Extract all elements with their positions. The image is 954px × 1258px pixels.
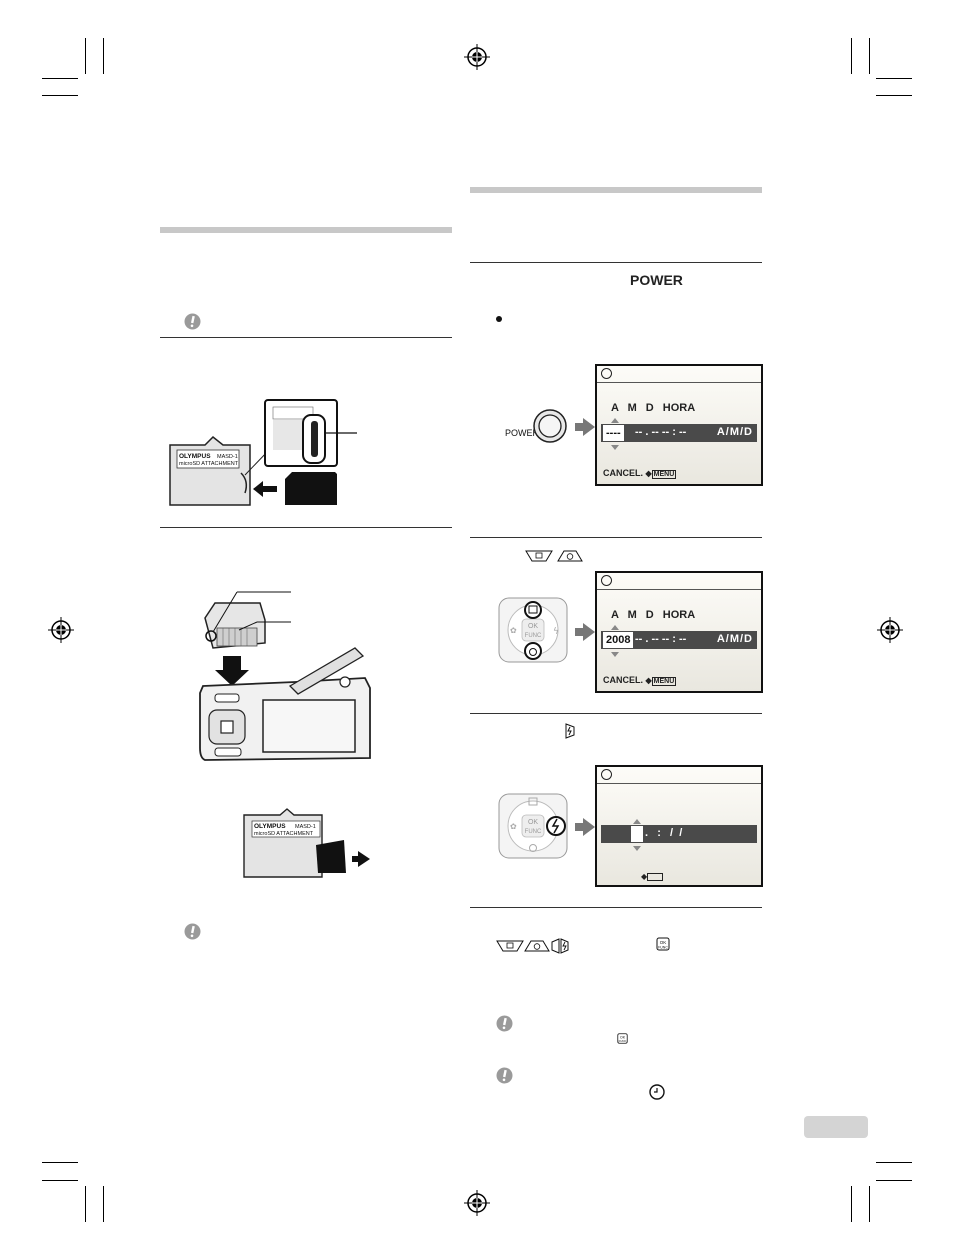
month-field-cursor xyxy=(631,826,643,842)
crop-mark xyxy=(851,38,852,74)
clock-setup-screen-1: A M D HORA ---- -- . -- -- : -- A/M/D CA… xyxy=(595,364,763,486)
page-number-tab xyxy=(804,1116,868,1138)
func-label: FUNC xyxy=(619,1039,627,1043)
crop-mark xyxy=(876,1162,912,1163)
card-subtitle: microSD ATTACHMENT xyxy=(179,461,239,467)
card-model: MASD-1 xyxy=(217,454,238,460)
caution-icon xyxy=(496,1067,513,1084)
func-label: FUNC xyxy=(525,633,542,639)
date-column-labels: A M D HORA xyxy=(611,402,696,414)
ok-label: OK xyxy=(660,940,667,945)
card-removal-illustration: OLYMPUS MASD-1 microSD ATTACHMENT xyxy=(243,808,370,878)
clock-icon xyxy=(649,1084,665,1100)
card-model: MASD-1 xyxy=(295,824,316,830)
ok-label: OK xyxy=(528,819,538,826)
date-format: A/M/D xyxy=(716,633,753,645)
crop-mark xyxy=(42,95,78,96)
cancel-text: CANCEL. xyxy=(603,675,643,685)
up-down-buttons-icon xyxy=(525,550,583,562)
arrow-right-icon xyxy=(575,818,595,836)
crop-mark xyxy=(42,78,78,79)
camera-card-insertion-illustration xyxy=(199,591,371,761)
year-field: ---- xyxy=(603,425,624,441)
ok-label: OK xyxy=(528,623,538,630)
menu-button-outline xyxy=(647,872,664,881)
date-time-fields: -- . -- -- : -- xyxy=(635,633,687,645)
cancel-hint: ◆ xyxy=(641,872,664,881)
divider xyxy=(470,537,762,538)
bullet xyxy=(496,316,502,322)
up-arrow-icon xyxy=(611,625,619,630)
arrow-buttons-icon xyxy=(496,938,569,954)
card-brand: OLYMPUS xyxy=(254,823,286,830)
crop-mark xyxy=(876,78,912,79)
registration-mark-icon xyxy=(48,617,74,643)
power-button-caption: POWER xyxy=(505,428,540,438)
crop-mark xyxy=(869,38,870,74)
crop-mark xyxy=(42,1162,78,1163)
card-brand: OLYMPUS xyxy=(179,453,211,460)
dpad-up-down-illustration: OK FUNC ✿ ϟ xyxy=(498,597,568,663)
dpad-right-illustration: OK FUNC ✿ xyxy=(498,793,568,859)
crop-mark xyxy=(851,1186,852,1222)
arrow-right-icon xyxy=(575,623,595,641)
crop-mark xyxy=(869,1186,870,1222)
down-arrow-icon xyxy=(611,652,619,657)
crop-mark xyxy=(42,1180,78,1181)
date-column-labels: A M D HORA xyxy=(611,609,696,621)
divider xyxy=(470,262,762,263)
down-arrow-icon xyxy=(633,846,641,851)
crop-mark xyxy=(85,38,86,74)
crop-mark xyxy=(85,1186,86,1222)
cancel-hint: CANCEL. ◆MENU xyxy=(603,468,677,479)
year-field: 2008 xyxy=(603,632,634,648)
registration-mark-icon xyxy=(464,1190,490,1216)
up-arrow-icon xyxy=(633,819,641,824)
divider xyxy=(160,527,452,528)
divider xyxy=(160,337,452,338)
registration-mark-icon xyxy=(464,44,490,70)
func-label: FUNC xyxy=(525,829,542,835)
svg-text:✿: ✿ xyxy=(510,822,517,831)
date-format: A/M/D xyxy=(716,426,753,438)
svg-text:ϟ: ϟ xyxy=(553,627,559,637)
clock-icon xyxy=(601,575,612,586)
caution-icon xyxy=(184,313,201,330)
ok-func-button-icon: OK FUNC xyxy=(617,1033,628,1044)
menu-button-label: MENU xyxy=(651,470,677,479)
crop-mark xyxy=(103,38,104,74)
right-flash-button-icon xyxy=(565,723,575,739)
power-button-label: POWER xyxy=(630,272,683,288)
crop-mark xyxy=(103,1186,104,1222)
svg-text:✿: ✿ xyxy=(510,626,517,635)
divider xyxy=(470,713,762,714)
down-arrow-icon xyxy=(611,445,619,450)
power-button-icon xyxy=(533,409,567,443)
ok-func-button-icon: OK FUNC xyxy=(656,937,670,951)
menu-button-label: MENU xyxy=(651,677,677,686)
caution-icon xyxy=(184,923,201,940)
crop-mark xyxy=(876,1180,912,1181)
clock-setup-screen-3: . : / / ◆ xyxy=(595,765,763,887)
section-bar xyxy=(160,227,452,233)
clock-setup-screen-2: A M D HORA 2008 -- . -- -- : -- A/M/D CA… xyxy=(595,571,763,693)
date-separators: . : / / xyxy=(645,827,683,839)
crop-mark xyxy=(876,95,912,96)
ok-label: OK xyxy=(620,1036,626,1040)
clock-icon xyxy=(601,769,612,780)
func-label: FUNC xyxy=(658,946,668,950)
cancel-text: CANCEL. xyxy=(603,468,643,478)
registration-mark-icon xyxy=(877,617,903,643)
cancel-hint: CANCEL. ◆MENU xyxy=(603,675,677,686)
microsd-attachment-illustration: OLYMPUS MASD-1 microSD ATTACHMENT xyxy=(169,399,357,506)
card-subtitle: microSD ATTACHMENT xyxy=(254,831,314,837)
clock-icon xyxy=(601,368,612,379)
arrow-right-icon xyxy=(575,418,595,436)
caution-icon xyxy=(496,1015,513,1032)
section-bar xyxy=(470,187,762,193)
up-arrow-icon xyxy=(611,418,619,423)
divider xyxy=(470,907,762,908)
date-time-fields: -- . -- -- : -- xyxy=(635,426,687,438)
